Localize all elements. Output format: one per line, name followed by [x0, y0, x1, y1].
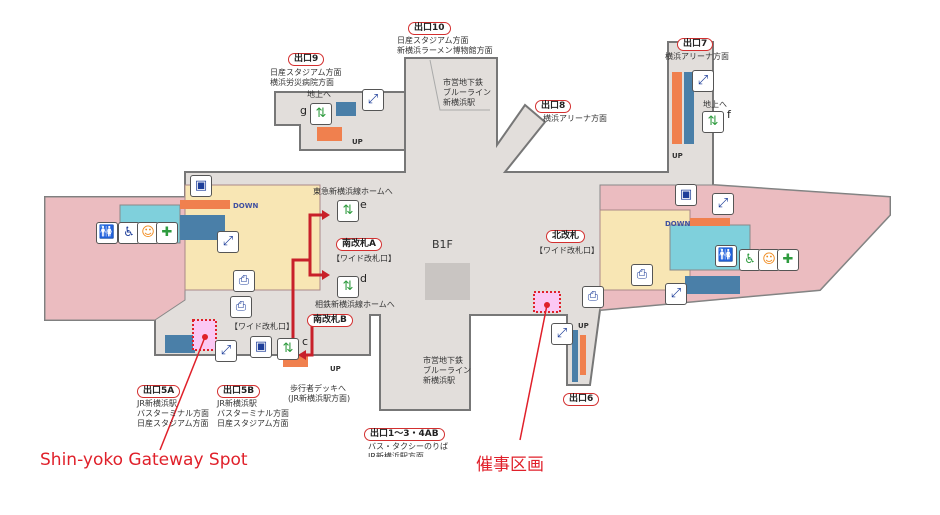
- locker-icon: ▣: [675, 184, 697, 206]
- toilet-icon: 🚻: [715, 245, 737, 267]
- ticket-machine-icon: ⎙: [631, 264, 653, 286]
- south-gate-a-label: 南改札A: [336, 238, 382, 251]
- gateway-spot-label: Shin-yoko Gateway Spot: [40, 450, 248, 470]
- subway-bottom-1: 市営地下鉄: [423, 356, 463, 365]
- south-gate-a-wide: 【ワイド改札口】: [332, 254, 396, 263]
- escalator-icon: ⤢: [215, 340, 237, 362]
- locker-icon: ▣: [250, 336, 272, 358]
- subway-top-3: 新横浜駅: [443, 98, 475, 107]
- exit-5b-dir-1: JR新横浜駅: [217, 399, 257, 408]
- floor-label: B1F: [432, 238, 453, 251]
- baby-room-icon: ☺: [758, 249, 780, 271]
- escalators: [165, 72, 740, 382]
- elevator-f-letter: f: [727, 108, 731, 121]
- toilet-icon: 🚻: [96, 222, 118, 244]
- elevator-f-icon[interactable]: ⇅: [702, 111, 724, 133]
- up-6: UP: [578, 322, 589, 330]
- exit-9-dir-2: 横浜労災病院方面: [270, 78, 334, 87]
- exit-1-4-dir-2: JR新横浜駅方面: [368, 452, 424, 457]
- elevator-e-letter: e: [360, 198, 367, 211]
- to-ground-f: 地上へ: [703, 100, 727, 109]
- transfer-route: [291, 213, 325, 360]
- exit-9-label: 出口9: [288, 53, 325, 66]
- subway-top-2: ブルーライン: [443, 88, 491, 97]
- exit-1-4-dir-1: バス・タクシーのりば: [368, 442, 448, 451]
- south-gate-b-label: 南改札B: [307, 314, 353, 327]
- escalator-icon: ⤢: [692, 70, 714, 92]
- up-7: UP: [672, 152, 683, 160]
- down-right: DOWN: [665, 220, 691, 228]
- exit-1-4-label: 出口1〜3・4AB: [364, 428, 445, 441]
- nursing-room-icon: ✚: [156, 222, 178, 244]
- exit-5a-label: 出口5A: [137, 385, 181, 398]
- baby-room-icon: ☺: [137, 222, 159, 244]
- exit-5a-dir-3: 日産スタジアム方面: [137, 419, 209, 428]
- up-g: UP: [352, 138, 363, 146]
- deck-text-2: (JR新横浜駅方面): [288, 394, 351, 403]
- elevator-c-letter: c: [302, 335, 309, 348]
- exit-10-dir-1: 日産スタジアム方面: [397, 36, 469, 45]
- exit-5a-dir-2: バスターミナル方面: [137, 409, 209, 418]
- platform-block: [425, 263, 470, 300]
- elevator-d-icon[interactable]: ⇅: [337, 276, 359, 298]
- up-5b: UP: [330, 365, 341, 373]
- exit-7-dir: 横浜アリーナ方面: [665, 52, 729, 61]
- elevator-e-icon[interactable]: ⇅: [337, 200, 359, 222]
- ticket-machine-icon: ⎙: [230, 296, 252, 318]
- subway-outline: [429, 59, 490, 111]
- sotetsu-line-text: 相鉄新横浜線ホームへ: [315, 300, 395, 309]
- event-space-label: 催事区画: [476, 455, 544, 475]
- exit-10-dir-2: 新横浜ラーメン博物館方面: [397, 46, 493, 55]
- escalator-icon: ⤢: [665, 283, 687, 305]
- elevator-g-letter: g: [300, 104, 307, 117]
- exit-8-dir: 横浜アリーナ方面: [543, 114, 607, 123]
- exit-10-label: 出口10: [408, 22, 451, 35]
- exit-7-label: 出口7: [677, 38, 714, 51]
- exit-8-label: 出口8: [535, 100, 572, 113]
- elevator-g-icon[interactable]: ⇅: [310, 103, 332, 125]
- exit-9-dir-1: 日産スタジアム方面: [270, 68, 342, 77]
- exit-5b-dir-2: バスターミナル方面: [217, 409, 289, 418]
- escalator-icon: ⤢: [362, 89, 384, 111]
- elevator-c-icon[interactable]: ⇅: [277, 338, 299, 360]
- north-gate-wide: 【ワイド改札口】: [535, 246, 599, 255]
- exit-5a-dir-1: JR新横浜駅: [137, 399, 177, 408]
- subway-bottom-2: ブルーライン: [423, 366, 471, 375]
- escalator-icon: ⤢: [712, 193, 734, 215]
- nursing-room-icon: ✚: [777, 249, 799, 271]
- ticket-machine-icon: ⎙: [233, 270, 255, 292]
- exit-5b-dir-3: 日産スタジアム方面: [217, 419, 289, 428]
- ticket-machine-icon: ⎙: [582, 286, 604, 308]
- deck-text-1: 歩行者デッキへ: [290, 384, 346, 393]
- south-gate-b-wide: 【ワイド改札口】: [230, 322, 294, 331]
- exit-5b-label: 出口5B: [217, 385, 261, 398]
- right-teal-area: [669, 224, 751, 271]
- locker-icon: ▣: [190, 175, 212, 197]
- tokyu-line-text: 東急新横浜線ホームへ: [313, 187, 393, 196]
- subway-bottom-3: 新横浜駅: [423, 376, 455, 385]
- elevator-d-letter: d: [360, 272, 367, 285]
- exit-6-label: 出口6: [563, 393, 600, 406]
- down-left: DOWN: [233, 202, 259, 210]
- to-ground-g: 地上へ: [307, 90, 331, 99]
- subway-top-1: 市営地下鉄: [443, 78, 483, 87]
- escalator-icon: ⤢: [217, 231, 239, 253]
- escalator-icon: ⤢: [551, 323, 573, 345]
- north-gate-label: 北改札: [546, 230, 586, 243]
